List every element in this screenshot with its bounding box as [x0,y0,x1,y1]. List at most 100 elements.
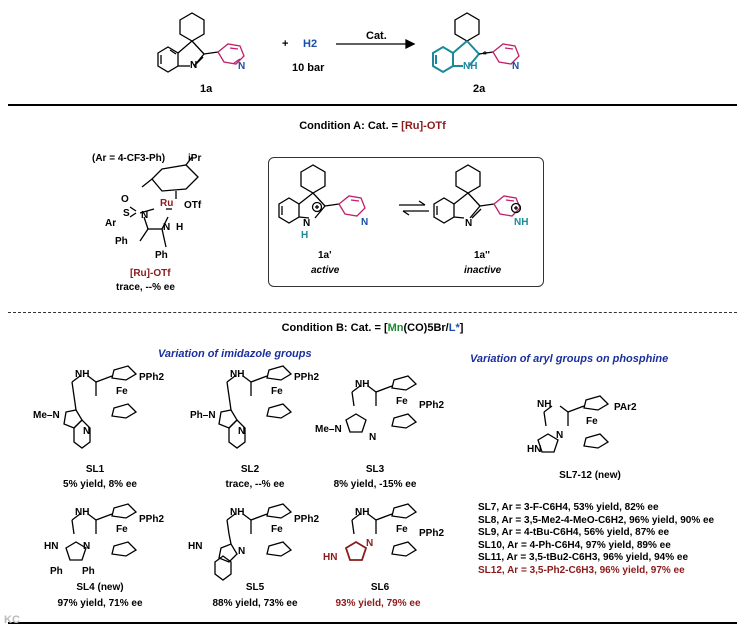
sl5-n: N [238,546,246,557]
sl3-pph2: PPh2 [419,400,445,411]
inactive-label: 1a'' [474,250,490,261]
sl1-fe: Fe [116,386,128,397]
general-par2: PAr2 [614,402,637,413]
ligand-sl3-result: 8% yield, -15% ee [333,479,417,490]
ligand-sl3-label: SL3 [365,464,385,475]
aryl-result-row: SL8, Ar = 3,5-Me2-4-MeO-C6H2, 96% yield,… [478,514,715,526]
ligand-sl2-label: SL2 [240,464,260,475]
aryl-result-row: SL10, Ar = 4-Ph-C6H4, 97% yield, 89% ee [478,539,671,551]
general-fe: Fe [586,416,598,427]
ligand-sl3-structure [345,375,418,433]
watermark: KC [4,614,20,626]
ligand-sl6-result: 93% yield, 79% ee [335,598,421,609]
ligand-sl6-label: SL6 [370,582,390,593]
general-hn: HN [527,444,542,455]
ligand-sl1-label: SL1 [85,464,105,475]
ligand-general-label: SL7-12 (new) [559,470,621,481]
active-pyridine-n-atom: N [361,217,369,228]
sl6-fe: Fe [396,524,408,535]
sulfonyl-s-atom: S [123,208,130,219]
sl5-pph2: PPh2 [294,514,320,525]
ru-catalyst-structure [129,156,199,248]
sl6-nh: NH [355,507,370,518]
sulfonyl-o-atom: O [121,194,129,205]
sl4-n: N [83,541,91,552]
sl1-nh: NH [75,369,90,380]
sl4-nh: NH [75,507,90,518]
ligand-sl1-structure [63,365,138,449]
sl6-pph2: PPh2 [419,528,445,539]
arrow-label: Cat. [366,30,387,42]
sl3-n: N [369,432,377,443]
ligand-general-structure [537,395,610,453]
pressure-label: 10 bar [292,62,325,74]
ru-ph-left: Ph [115,236,128,247]
ligand-sl5-result: 88% yield, 73% ee [212,598,298,609]
h2-reagent: H2 [303,38,318,50]
ligand-sl4-result: 97% yield, 71% ee [57,598,143,609]
sl6-hn: HN [323,552,338,563]
inactive-species-structure [433,164,522,224]
reactant-pyridine-n-atom: N [238,61,246,72]
plus-sign: + [282,38,289,50]
ligand-sl5-label: SL5 [245,582,265,593]
equilibrium-box [268,157,544,287]
sl5-nh: NH [230,507,245,518]
ligand-sl4-label: SL4 (new) [76,582,124,593]
inactive-pyridinium-nh: NH [514,217,529,228]
sl5-hn: HN [188,541,203,552]
ru-catalyst-result: trace, --% ee [116,282,175,293]
product-label: 2a [473,83,486,95]
divider-middle [8,312,737,313]
aryl-result-row: SL11, Ar = 3,5-tBu2-C6H3, 96% yield, 94%… [478,552,689,563]
sl5-fe: Fe [271,524,283,535]
ligand-sl2-structure [218,365,293,449]
sulfonyl-ar-group: Ar [105,218,117,229]
sl3-me-n: Me–N [315,424,342,435]
imidazole-heading: Variation of imidazole groups [158,348,312,360]
general-nh: NH [537,399,552,410]
aryl-result-row: SL9, Ar = 4-tBu-C6H4, 56% yield, 87% ee [478,527,670,538]
ru-n-atom: N [141,210,149,221]
ru-nh-atom: N [163,222,171,233]
ru-ph-right: Ph [155,250,168,261]
active-label: 1a' [318,250,332,261]
aryl-result-row: SL7, Ar = 3-F-C6H4, 53% yield, 82% ee [478,502,659,513]
aryl-result-row-highlight: SL12, Ar = 3,5-Ph2-C6H3, 96% yield, 97% … [478,564,685,576]
ru-atom: Ru [160,198,174,209]
condition-a-title: Condition A: Cat. = [Ru]-OTf [299,120,446,132]
aryl-results-list: SL7, Ar = 3-F-C6H4, 53% yield, 82% ee SL… [478,502,740,577]
sl4-pph2: PPh2 [139,514,165,525]
inactive-n-atom: N [465,218,473,229]
sl2-n: N [238,426,246,437]
ru-catalyst-label: [Ru]-OTf [130,268,171,279]
reactant-label: 1a [200,83,213,95]
divider-bottom [8,622,737,624]
equilibrium-arrows [399,200,429,216]
reactant-structure [157,12,245,73]
sl1-n: N [83,426,91,437]
sl1-me-n: Me–N [33,410,60,421]
active-species-structure [278,164,366,224]
sl6-n: N [366,538,374,549]
active-text: active [311,265,340,276]
product-pyridine-n-atom: N [512,61,520,72]
sl3-fe: Fe [396,396,408,407]
aryl-heading: Variation of aryl groups on phosphine [470,353,669,365]
ipr-label: iPr [188,153,202,164]
ar-definition: (Ar = 4-CF3-Ph) [92,153,166,164]
ligand-sl6-structure [344,503,418,561]
product-nh-atom: NH [463,61,478,72]
ligand-sl4-structure [65,503,138,561]
product-stereo-marker: * [483,50,487,61]
ru-h-atom: H [176,222,184,233]
inactive-text: inactive [464,265,502,276]
ligand-sl2-result: trace, --% ee [225,479,285,490]
sl2-pph2: PPh2 [294,372,320,383]
sl4-hn: HN [44,541,59,552]
sl2-fe: Fe [271,386,283,397]
sl4-ph-left: Ph [50,566,63,577]
divider-top [8,104,737,106]
ligand-sl1-result: 5% yield, 8% ee [63,479,137,490]
product-structure [432,12,520,74]
